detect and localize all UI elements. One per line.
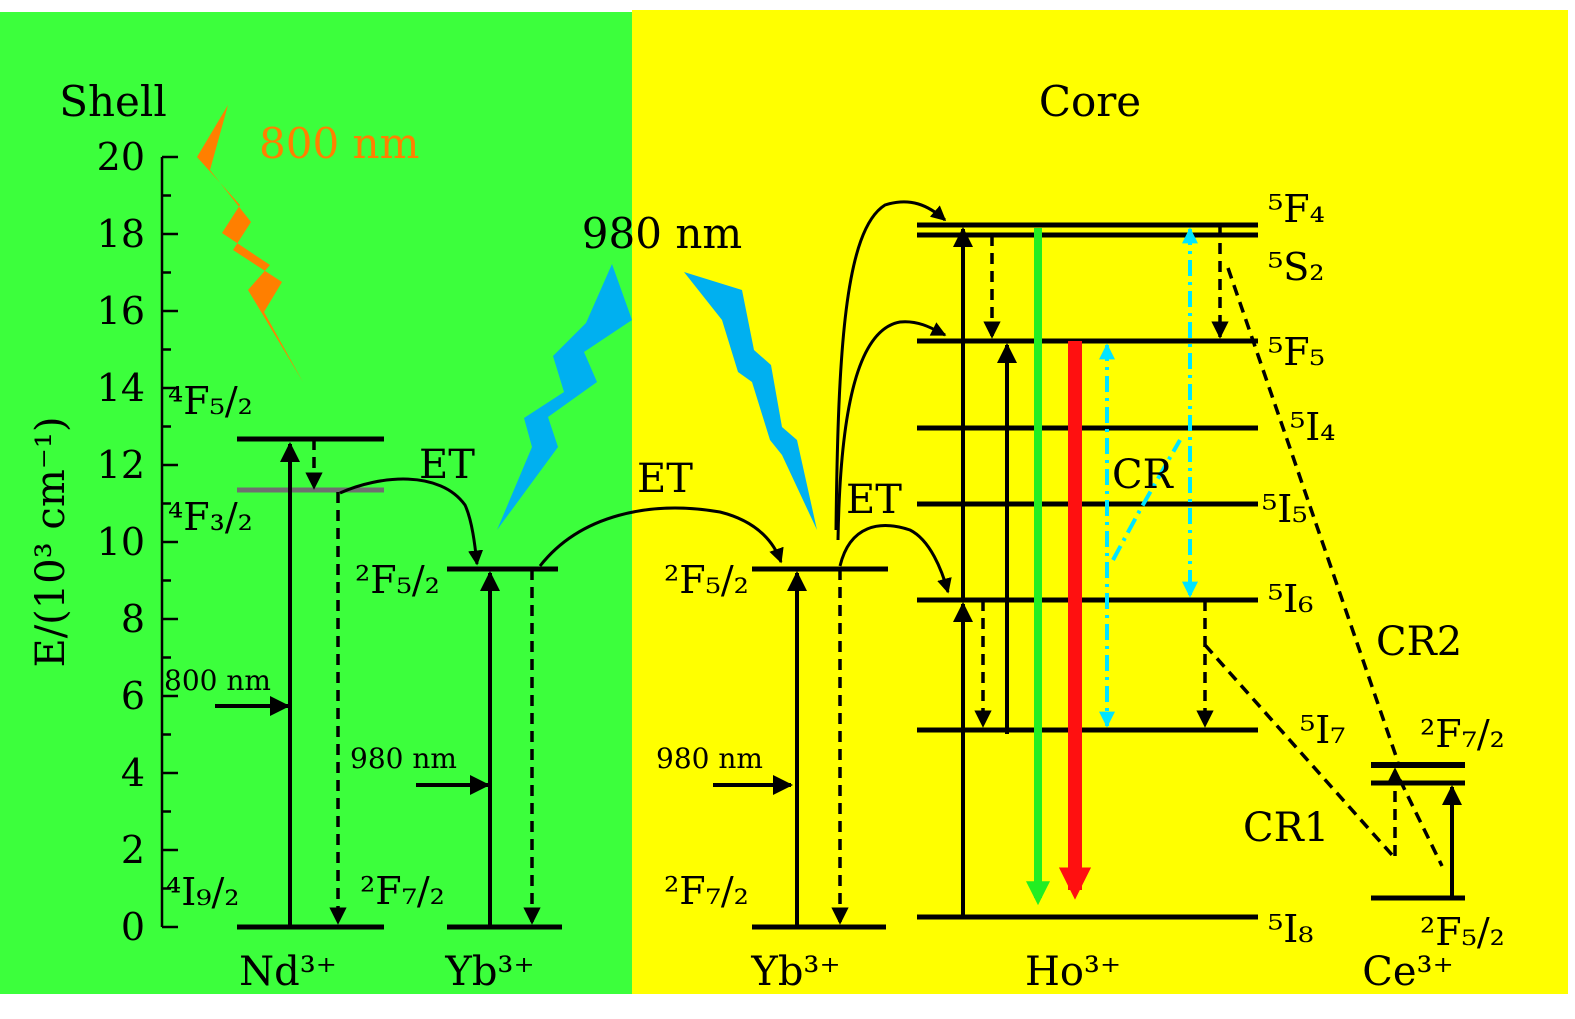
ion-yb-shell: Yb³⁺ [444,949,534,995]
label-ho-5I6: ⁵I₆ [1268,577,1313,621]
level-labels: ⁴F₅/₂ ⁴F₃/₂ ⁴I₉/₂ ²F₅/₂ ²F₇/₂ ²F₅/₂ ²F₇/… [166,187,1505,954]
label-ce-2F72: ²F₇/₂ [1420,712,1505,756]
cross-relaxation-arrows [1099,227,1198,728]
y-axis-tick-labels: 0 2 4 6 8 10 12 14 16 18 20 [97,135,145,949]
laser-980-bolt-left [497,264,632,530]
ion-labels: Nd³⁺ Yb³⁺ Yb³⁺ Ho³⁺ Ce³⁺ [239,949,1454,995]
pump-labels: 800 nm 980 nm 980 nm [164,664,763,775]
shell-region [0,12,632,994]
tick-label: 20 [97,135,145,179]
y-axis-label: E/(10³ cm⁻¹) [28,416,74,667]
tick-label: 18 [97,212,145,256]
pump-arrows [215,696,793,795]
label-ho-5F4: ⁵F₄ [1268,187,1325,231]
label-et3: ET [846,477,902,523]
label-cr1: CR1 [1243,805,1329,851]
process-labels: ET ET ET CR CR2 CR1 [419,442,1462,851]
et-yb1-yb2 [538,506,784,567]
tick-label: 2 [121,828,145,872]
label-ho-5I5: ⁵I₅ [1262,487,1307,531]
label-et1: ET [419,442,475,488]
label-ce-2F52: ²F₅/₂ [1420,910,1505,954]
et-yb2-5F4 [834,200,947,531]
tick-label: 10 [97,520,145,564]
core-title: Core [1039,77,1141,126]
pump-label-yb1: 980 nm [350,742,457,775]
tick-label: 8 [121,597,145,641]
et-nd-yb1 [339,477,484,566]
label-yb1-2F52: ²F₅/₂ [355,558,440,602]
tick-label: 14 [97,366,145,410]
et-yb2-5I6 [838,524,952,594]
label-yb2-2F72: ²F₇/₂ [664,869,749,913]
absorption-arrows [280,227,1462,927]
label-ho-5I8: ⁵I₈ [1268,907,1313,951]
ion-ce: Ce³⁺ [1362,949,1453,995]
ion-ho: Ho³⁺ [1025,949,1121,995]
cr2-connector [1226,267,1400,763]
label-cr2: CR2 [1376,619,1462,665]
label-ho-5S2: ⁵S₂ [1268,245,1325,289]
pump-label-yb2: 980 nm [656,742,763,775]
label-yb2-2F52: ²F₅/₂ [664,558,749,602]
label-nd-4F52: ⁴F₅/₂ [168,379,253,423]
label-ho-5F5: ⁵F₅ [1268,330,1325,374]
energy-levels [237,222,1465,930]
y-axis-ticks [162,155,178,929]
tick-label: 0 [121,905,145,949]
label-nd-4I92: ⁴I₉/₂ [166,870,240,914]
energy-transfer-curves [339,200,952,594]
label-ho-5I4: ⁵I₄ [1290,405,1335,449]
ion-yb-core: Yb³⁺ [750,949,840,995]
et-yb2-5F5 [836,320,947,541]
nonradiative-arrows [305,225,1444,925]
label-cr: CR [1112,452,1175,498]
ce-cr2-connector [1398,779,1444,867]
laser-800-label: 800 nm [259,119,419,168]
y-axis: 0 2 4 6 8 10 12 14 16 18 20 E/(10³ cm⁻¹) [28,135,178,949]
tick-label: 4 [121,751,145,795]
tick-label: 16 [97,289,145,333]
laser-980-label: 980 nm [582,209,742,258]
cr1-connector [1203,643,1395,858]
shell-title: Shell [59,77,167,126]
tick-label: 6 [121,674,145,718]
label-ho-5I7: ⁵I₇ [1300,708,1345,752]
label-yb1-2F72: ²F₇/₂ [360,869,445,913]
label-et2: ET [637,456,693,502]
pump-label-nd: 800 nm [164,664,271,697]
tick-label: 12 [97,443,145,487]
ion-nd: Nd³⁺ [239,949,337,995]
label-nd-4F32: ⁴F₃/₂ [168,495,253,539]
